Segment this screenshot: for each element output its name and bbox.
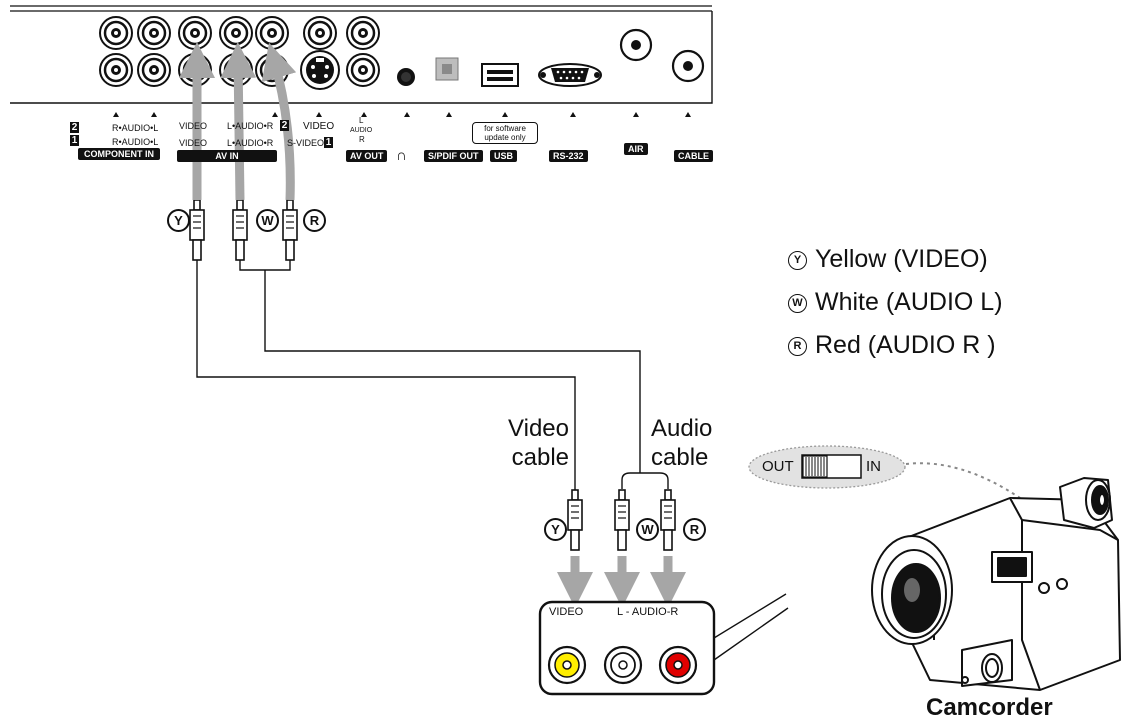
- switch-out-label: OUT: [762, 458, 794, 475]
- rs232-port: [538, 63, 602, 87]
- camcorder-illustration: [871, 477, 1121, 691]
- plug-yellow-bottom: [567, 489, 583, 551]
- av-in-row1-audio: L•AUDIO•R: [227, 138, 274, 148]
- headphone-icon: ∩: [396, 147, 407, 164]
- plugs-camcorder-side: [567, 489, 676, 551]
- rca-jack: [99, 53, 133, 87]
- plug-white-top: [232, 199, 248, 261]
- rca-jack: [99, 16, 133, 50]
- audio-cable-yoke-top: [239, 258, 291, 271]
- headphone-jack: [397, 68, 415, 86]
- av-in-row2-audio: L•AUDIO•R: [227, 121, 274, 131]
- legend-symbol-red: R: [788, 337, 807, 356]
- rca-jack: [178, 16, 212, 50]
- video-cable-label: Video cable: [497, 414, 569, 472]
- video-cable-label-line2: cable: [511, 444, 569, 471]
- legend-symbol-white: W: [788, 294, 807, 313]
- av-in-row1-num: 1: [324, 137, 333, 148]
- legend-item-yellow: Y Yellow (VIDEO): [788, 244, 988, 274]
- rca-jack: [137, 53, 171, 87]
- plug-red-bottom: [660, 489, 676, 551]
- rca-jack: [219, 16, 253, 50]
- legend-item-white: W White (AUDIO L): [788, 287, 1003, 317]
- av-in-row2-num: 2: [280, 120, 289, 131]
- rca-jack: [346, 16, 380, 50]
- audio-cable-label-line2: cable: [651, 444, 709, 471]
- plug-symbol-red-bottom: R: [683, 518, 706, 541]
- arrow-audio-l-in: [220, 42, 257, 201]
- audio-cable-yoke-bottom: [621, 472, 669, 489]
- av-out-badge: AV OUT: [346, 150, 388, 162]
- component-in-badge: COMPONENT IN: [78, 148, 160, 160]
- air-badge: AIR: [624, 143, 648, 155]
- camcorder-jack-panel: [538, 593, 789, 696]
- antenna-cable-port: [671, 49, 705, 83]
- plug-yellow-top: [189, 199, 205, 261]
- audio-cable-label-line1: Audio: [651, 415, 713, 442]
- rs232-badge: RS-232: [549, 150, 588, 162]
- av-out-audio: AUDIO: [350, 127, 373, 134]
- svideo-jack: [300, 50, 340, 90]
- cables: [196, 258, 669, 490]
- cable-badge: CABLE: [674, 150, 713, 162]
- legend-text-white: White (AUDIO L): [815, 288, 1003, 316]
- audio-cable-line: [264, 270, 641, 473]
- usb-port: [481, 63, 519, 87]
- rca-jack: [255, 16, 289, 50]
- spdif-out-badge: S/PDIF OUT: [424, 150, 483, 162]
- camcorder-jack-audio-label: L - AUDIO-R: [617, 606, 679, 618]
- optical-port: [435, 57, 459, 81]
- plug-white-bottom: [614, 489, 630, 551]
- insert-arrows-camcorder: [557, 556, 686, 608]
- legend-text-yellow: Yellow (VIDEO): [815, 245, 988, 273]
- legend-item-red: R Red (AUDIO R ): [788, 330, 996, 360]
- component-row2-label: R•AUDIO•L: [112, 123, 159, 133]
- usb-note: for software update only: [472, 122, 538, 144]
- rca-jack: [346, 53, 380, 87]
- plugs-tv-side: [189, 199, 298, 261]
- legend-text-red: Red (AUDIO R ): [815, 331, 996, 359]
- camcorder-jack-video-label: VIDEO: [549, 606, 584, 618]
- legend-symbol-yellow: Y: [788, 251, 807, 270]
- camcorder-caption: Camcorder: [926, 694, 1053, 721]
- rca-jack: [137, 16, 171, 50]
- out-in-switch: [748, 445, 1021, 499]
- av-out-l: L: [359, 116, 364, 125]
- av-in-badge: AV IN: [177, 150, 277, 162]
- video-cable-line: [196, 260, 576, 490]
- plug-symbol-yellow-top: Y: [167, 209, 190, 232]
- plug-red-top: [282, 199, 298, 261]
- plug-symbol-white-bottom: W: [636, 518, 659, 541]
- component-row1-label: R•AUDIO•L: [112, 137, 159, 147]
- usb-badge: USB: [490, 150, 518, 162]
- plug-symbol-white-top: W: [256, 209, 279, 232]
- plug-symbol-yellow-bottom: Y: [544, 518, 567, 541]
- rca-jack: [303, 16, 337, 50]
- av-out-video: VIDEO: [303, 121, 335, 132]
- av-in-svideo-label: S-VIDEO: [287, 138, 325, 148]
- av-in-row1-video: VIDEO: [179, 138, 208, 148]
- component-row2-num: 2: [70, 122, 79, 133]
- switch-in-label: IN: [866, 458, 881, 475]
- component-row1-num: 1: [70, 135, 79, 146]
- video-cable-label-line1: Video: [508, 415, 569, 442]
- antenna-air-port: [619, 28, 653, 62]
- audio-cable-label: Audio cable: [651, 414, 712, 472]
- av-in-row2-video: VIDEO: [179, 121, 208, 131]
- plug-symbol-red-top: R: [303, 209, 326, 232]
- av-out-r: R: [359, 135, 365, 144]
